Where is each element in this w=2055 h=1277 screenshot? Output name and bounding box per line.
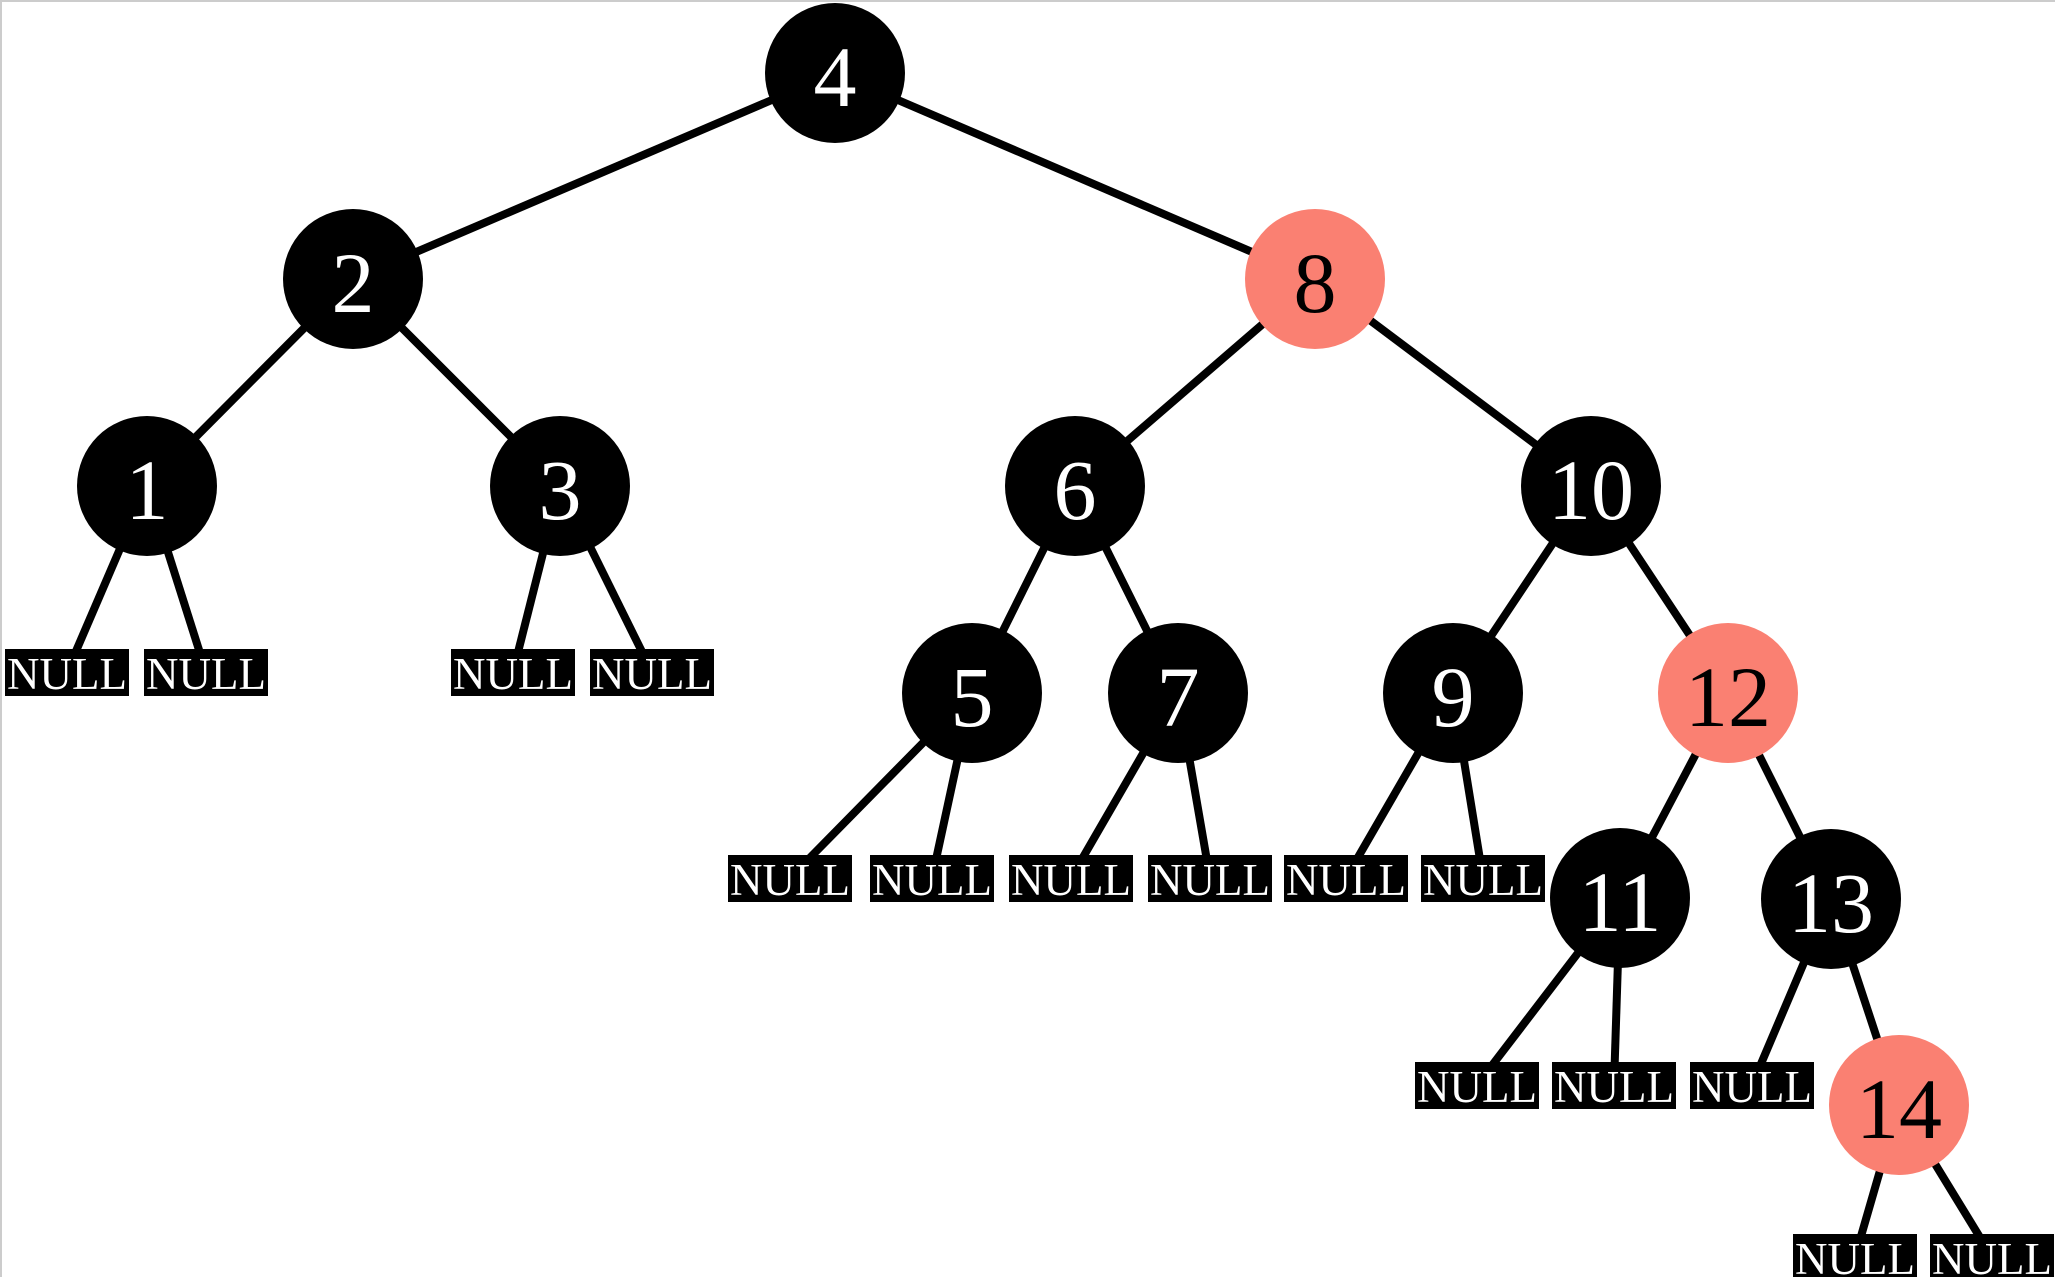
node-value: 7 xyxy=(1156,649,1200,745)
null-leaf-under-9-right: NULL xyxy=(1421,854,1545,902)
edge-4-8 xyxy=(833,69,1317,283)
null-leaf-under-3-right: NULL xyxy=(590,648,714,696)
tree-node-6-black: 6 xyxy=(1005,416,1145,556)
tree-node-2-black: 2 xyxy=(283,209,423,349)
node-value: 2 xyxy=(331,235,375,331)
null-leaf-under-14-right: NULL xyxy=(1930,1233,2054,1277)
node-value: 11 xyxy=(1578,854,1662,950)
edge-4-2 xyxy=(351,69,837,283)
node-value: 3 xyxy=(538,442,582,538)
tree-node-4-black: 4 xyxy=(765,3,905,143)
tree-node-12-red: 12 xyxy=(1658,623,1798,763)
null-leaf-under-3-left: NULL xyxy=(451,648,575,696)
node-value: 6 xyxy=(1053,442,1097,538)
tree-node-8-red: 8 xyxy=(1245,209,1385,349)
null-leaf-under-7-left: NULL xyxy=(1009,854,1133,902)
null-leaf-under-11-right: NULL xyxy=(1552,1061,1676,1109)
tree-node-9-black: 9 xyxy=(1383,623,1523,763)
node-value: 9 xyxy=(1431,649,1475,745)
null-leaf-under-7-right: NULL xyxy=(1148,854,1272,902)
null-leaf-under-13-left: NULL xyxy=(1690,1061,1814,1109)
tree-node-10-black: 10 xyxy=(1521,416,1661,556)
node-value: 14 xyxy=(1856,1061,1942,1157)
tree-node-13-black: 13 xyxy=(1761,829,1901,969)
node-value: 8 xyxy=(1293,235,1337,331)
null-leaf-under-1-left: NULL xyxy=(5,648,129,696)
null-leaf-under-1-right: NULL xyxy=(144,648,268,696)
null-leaf-under-11-left: NULL xyxy=(1415,1061,1539,1109)
tree-node-14-red: 14 xyxy=(1829,1035,1969,1175)
tree-node-7-black: 7 xyxy=(1108,623,1248,763)
null-leaf-under-5-left: NULL xyxy=(728,854,852,902)
node-value: 13 xyxy=(1788,855,1874,951)
node-value: 4 xyxy=(813,29,857,125)
tree-node-3-black: 3 xyxy=(490,416,630,556)
null-leaf-under-9-left: NULL xyxy=(1284,854,1408,902)
node-value: 5 xyxy=(950,649,994,745)
tree-node-5-black: 5 xyxy=(902,623,1042,763)
null-leaf-under-14-left: NULL xyxy=(1793,1233,1917,1277)
null-leaf-under-5-right: NULL xyxy=(870,854,994,902)
node-value: 1 xyxy=(125,442,169,538)
tree-node-1-black: 1 xyxy=(77,416,217,556)
tree-node-11-black: 11 xyxy=(1550,828,1690,968)
node-value: 12 xyxy=(1685,649,1771,745)
node-value: 10 xyxy=(1548,442,1634,538)
